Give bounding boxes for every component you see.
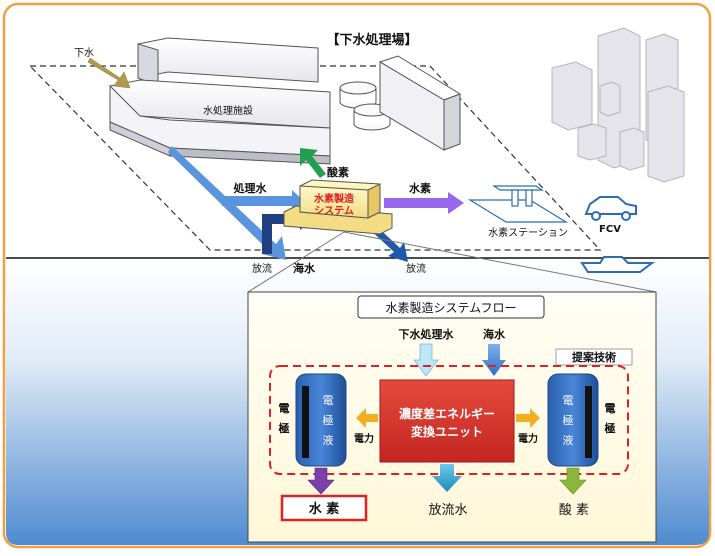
- power-right-arrow: [516, 408, 540, 428]
- station-label: 水素ステーション: [488, 226, 568, 239]
- output-discharge-label: 放流水: [428, 503, 467, 518]
- converter-line1: 濃度差エネルギー: [399, 406, 495, 421]
- power-left-arrow: [356, 408, 378, 428]
- output-hydrogen-label: 水 素: [309, 501, 340, 517]
- production-unit-icon: [283, 179, 393, 235]
- flow-title-box: [357, 295, 545, 319]
- electrode-left-char-1: 極: [278, 421, 290, 435]
- electrolyte-right-char-1: 極: [563, 413, 574, 427]
- input-sewage-arrow: [413, 343, 439, 377]
- treated-water-label: 処理水: [233, 181, 268, 195]
- output-hydrogen-box: [280, 494, 368, 522]
- city-buildings: [551, 27, 685, 183]
- oxygen-arrow: [300, 148, 326, 178]
- power-left-label: 電力: [354, 432, 374, 445]
- plant-title: 【下水処理場】: [326, 32, 417, 48]
- hydrogen-station-icon: [467, 185, 569, 223]
- fcv-label: FCV: [599, 224, 621, 235]
- unit-label-line1: 水素製造: [313, 192, 355, 205]
- plant-ground-plane: [28, 65, 602, 251]
- unit-label-line2: システム: [314, 205, 354, 217]
- electrolyte-left-char-2: 液: [323, 433, 334, 447]
- callout-line-right: [343, 231, 657, 293]
- hydrogen-arrow: [384, 192, 464, 214]
- output-discharge-arrow: [432, 464, 462, 492]
- treated-water-arrow: [222, 190, 304, 212]
- ship-icon: [580, 256, 655, 273]
- electrolyte-left-char-0: 電: [323, 394, 334, 407]
- oxygen-label: 酸素: [327, 165, 349, 179]
- hydrogen-label: 水素: [409, 181, 431, 195]
- treatment-building: [109, 37, 331, 165]
- converter-unit: [379, 379, 515, 463]
- input-seawater-label: 海水: [483, 327, 506, 341]
- input-sewage-label: 下水処理水: [399, 327, 455, 341]
- input-seawater-arrow: [482, 344, 506, 376]
- plant-tall-building: [378, 55, 462, 151]
- converter-line2: 変換ユニット: [411, 424, 483, 439]
- discharge-left-label: 放流: [252, 262, 272, 275]
- output-hydrogen-arrow: [307, 467, 335, 495]
- sewage-inflow-label: 下水: [74, 47, 94, 59]
- electrolyte-right-char-2: 液: [563, 433, 574, 447]
- fcv-car-icon: [584, 196, 637, 221]
- power-right-label: 電力: [518, 432, 538, 445]
- electrolyte-right-char-0: 電: [563, 394, 574, 407]
- electrode-right-plate: [585, 386, 592, 458]
- electrode-right-char-1: 極: [604, 421, 616, 435]
- discharge-right-label: 放流: [406, 262, 426, 275]
- output-oxygen-label: 酸 素: [559, 503, 589, 518]
- electrolyte-left-char-1: 極: [323, 413, 334, 427]
- proposal-label: 提案技術: [572, 350, 616, 364]
- output-oxygen-arrow: [559, 467, 587, 495]
- electrode-left-char-0: 電: [279, 402, 290, 415]
- callout-line-left: [247, 231, 345, 293]
- electrode-right-char-0: 電: [605, 402, 616, 415]
- seawater-label: 海水: [293, 261, 316, 275]
- storage-tanks: [339, 81, 391, 131]
- facility-label: 水処理施設: [203, 104, 253, 117]
- flow-title: 水素製造システムフロー: [386, 301, 517, 315]
- electrode-left-plate: [302, 386, 309, 458]
- sewage-inflow-arrow: [87, 57, 131, 89]
